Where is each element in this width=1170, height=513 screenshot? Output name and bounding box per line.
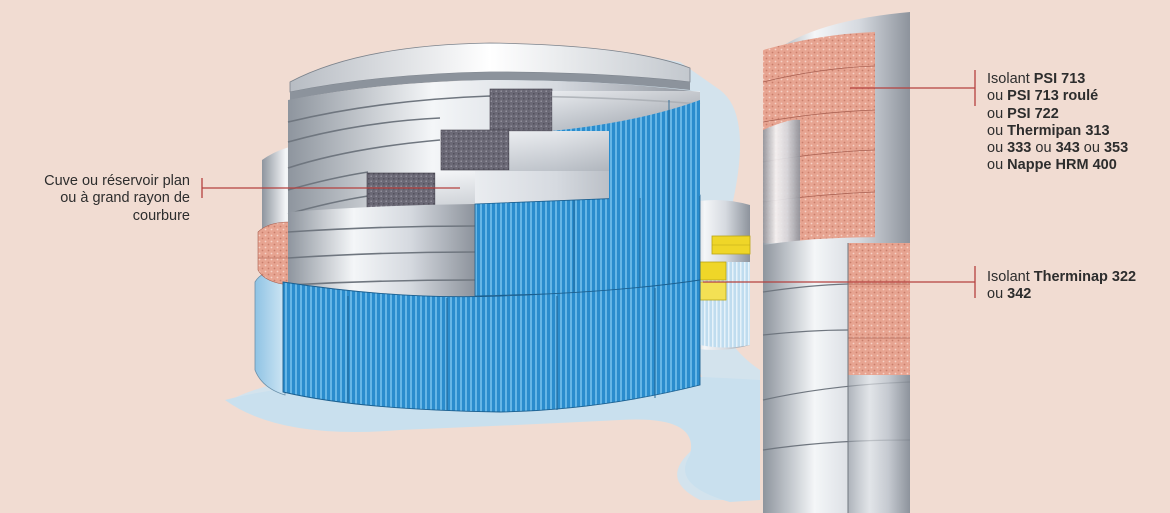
callout-rt-line-4: ou Thermipan 313 <box>987 122 1110 139</box>
callout-left-line-1: Cuve ou réservoir plan <box>44 173 190 189</box>
blue-cladding-upper <box>474 194 701 297</box>
callout-rb-line-2: ou 342 <box>987 286 1032 303</box>
callout-rt-line-2: ou PSI 713 roulé <box>987 88 1099 105</box>
blue-cladding-lower <box>282 279 701 413</box>
callout-rt-line-5: ou 333 ou 343 ou 353 <box>987 140 1129 157</box>
callout-rt-line-6: ou Nappe HRM 400 <box>987 157 1117 174</box>
callout-rb-line-1: Isolant Therminap 322 <box>987 269 1137 285</box>
right-tank <box>762 12 911 513</box>
main-tank <box>282 42 701 413</box>
leader-left <box>201 178 460 198</box>
leader-right-top <box>850 70 976 106</box>
callout-left-line-3: courbure <box>132 207 190 224</box>
grey-insulation-block <box>489 88 553 132</box>
callout-therminap: Isolant Therminap 322 ou 342 <box>987 269 1167 304</box>
left-light-blue-panel <box>254 267 286 396</box>
callout-left-line-2: ou à grand rayon de <box>60 190 190 207</box>
left-pink-insulation <box>257 221 291 286</box>
callout-rt-line-1: Isolant PSI 713 <box>987 71 1086 87</box>
leader-lines <box>201 70 976 298</box>
callout-tank-flat: Cuve ou réservoir plan ou à grand rayon … <box>0 173 190 225</box>
callout-rt-line-3: ou PSI 722 <box>987 105 1059 122</box>
callout-insulation-products: Isolant PSI 713 ou PSI 713 roulé ou PSI … <box>987 71 1167 175</box>
leader-right-bottom <box>703 266 976 298</box>
